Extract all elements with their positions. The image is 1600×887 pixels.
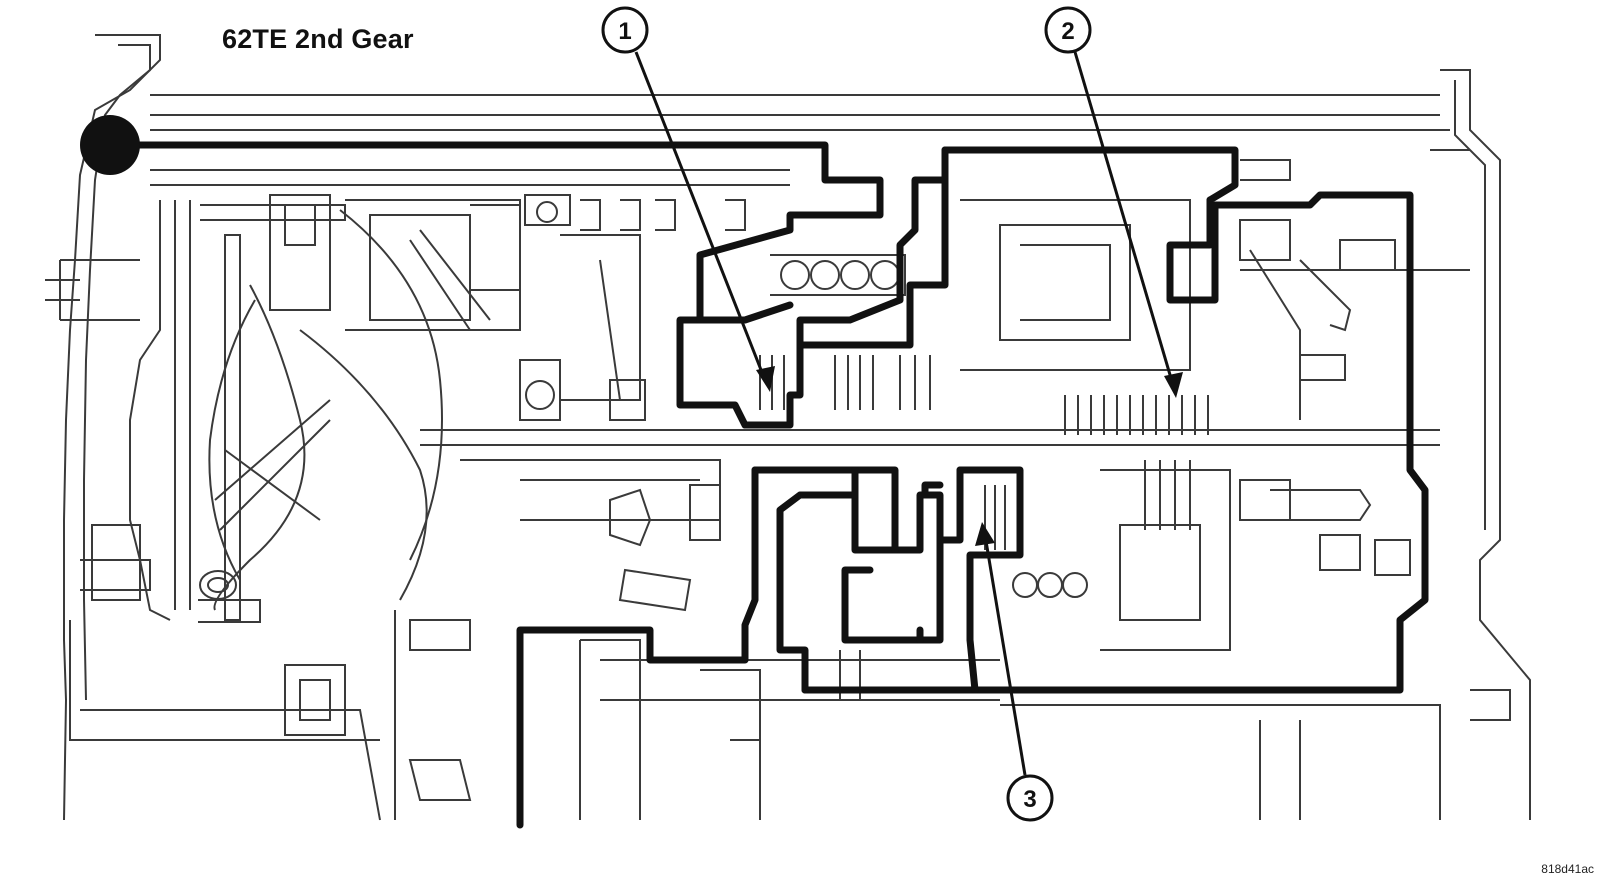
pressure-source-dot (80, 115, 140, 175)
callout-1-number: 1 (618, 18, 631, 45)
hydraulic-flow-path (106, 141, 1429, 829)
diagram-title: 62TE 2nd Gear (222, 24, 414, 54)
callout-3: 3 (1006, 774, 1054, 822)
callout-2-number: 2 (1061, 18, 1074, 45)
callout-arrowheads (756, 366, 1183, 546)
callout-3-number: 3 (1023, 786, 1036, 813)
figure-code: 818d41ac (1541, 862, 1594, 876)
callout-leaders (634, 51, 1175, 776)
callout-1: 1 (601, 6, 649, 54)
callout-2: 2 (1044, 6, 1092, 54)
